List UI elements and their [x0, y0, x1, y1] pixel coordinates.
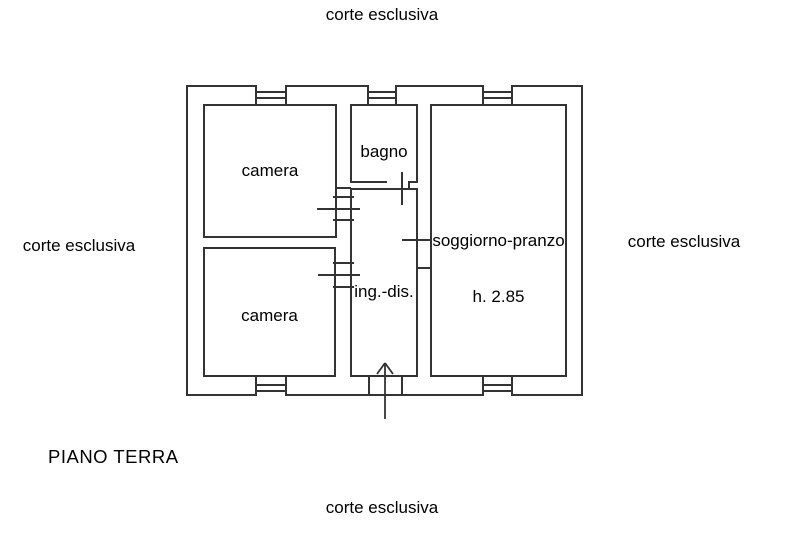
room-label-camera-bottom: camera — [241, 306, 298, 325]
door-leaf-line — [318, 274, 360, 276]
room-label-soggiorno-pranzo: soggiorno-pranzo — [432, 231, 565, 250]
bagno-door-jamb — [408, 181, 410, 190]
door-opening-tick — [333, 196, 354, 198]
room-camera-bottom — [203, 247, 336, 377]
floor-plan-drawing: camera camera bagno ing.-dis. soggiorno-… — [186, 85, 583, 419]
floor-title: PIANO TERRA — [48, 446, 179, 467]
door-opening-tick — [333, 219, 354, 221]
corte-esclusiva-label-bottom: corte esclusiva — [325, 498, 439, 517]
corte-esclusiva-label-left: corte esclusiva — [22, 236, 136, 255]
window-symbol — [367, 85, 397, 104]
room-label-bagno: bagno — [360, 142, 408, 161]
corte-esclusiva-label-top: corte esclusiva — [325, 5, 439, 24]
room-label-camera-top: camera — [241, 161, 299, 180]
bagno-bottom-wall-segment — [408, 181, 418, 183]
room-bagno — [350, 104, 418, 183]
door-opening-tick — [416, 267, 432, 269]
window-symbol — [482, 377, 513, 396]
door-leaf-line — [402, 239, 430, 241]
window-symbol — [255, 85, 287, 104]
bagno-door-leaf — [401, 172, 403, 205]
window-symbol — [255, 377, 287, 396]
room-label-ingresso-disimpegno: ing.-dis. — [354, 282, 414, 301]
window-symbol — [482, 85, 513, 104]
room-soggiorno-pranzo — [430, 104, 567, 377]
ceiling-height-label: h. 2.85 — [472, 287, 525, 306]
door-leaf-line — [317, 208, 360, 210]
room-ingresso-disimpegno — [350, 188, 418, 377]
corte-esclusiva-label-right: corte esclusiva — [627, 232, 741, 251]
door-opening-tick — [333, 286, 354, 288]
entrance-arrow-icon — [376, 362, 394, 419]
room-camera-top — [203, 104, 337, 238]
bagno-bottom-wall-segment — [350, 181, 387, 183]
entrance-door-jamb — [368, 377, 370, 396]
door-opening-tick — [333, 262, 354, 264]
door-opening-tick — [335, 187, 351, 189]
entrance-door-jamb — [401, 377, 403, 396]
